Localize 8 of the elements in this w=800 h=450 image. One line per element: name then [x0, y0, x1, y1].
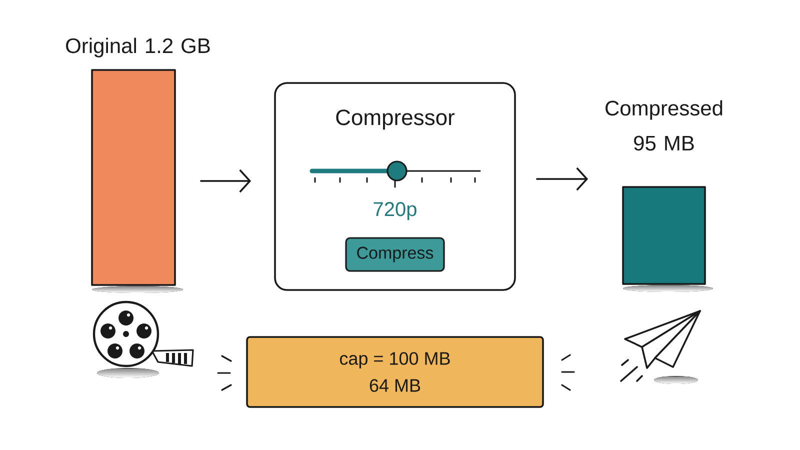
value-label: 720p [374, 202, 416, 220]
size-label: Compressed 95 MB [606, 100, 722, 151]
panel-title: Compressor [336, 110, 455, 130]
button: Compress [345, 237, 445, 272]
size-label: Original 1.2 GB [66, 38, 210, 58]
note-banner: cap = 100 MB 64 MB [246, 336, 544, 408]
arrow [200, 169, 252, 193]
arrow [536, 167, 588, 191]
